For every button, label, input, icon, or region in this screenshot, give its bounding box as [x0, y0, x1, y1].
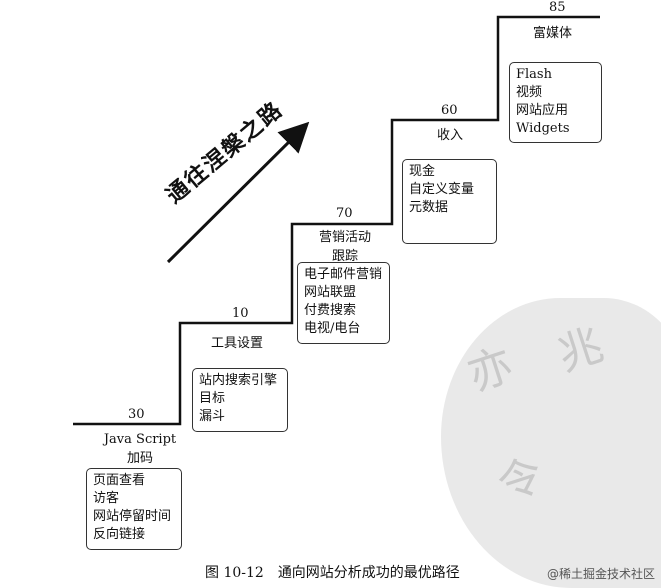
step-item: 电视/电台 [304, 321, 361, 336]
step-title: 营销活动 跟踪 [310, 226, 380, 264]
step-item: Flash [516, 67, 552, 82]
step-item: 现金 [409, 164, 436, 179]
step-item: 页面查看 [93, 473, 146, 488]
watermark-credit: @稀土掘金技术社区 [546, 567, 655, 581]
step-item-box: 页面查看 访客 网站停留时间 反向链接 [86, 468, 182, 550]
step-value: 10 [232, 306, 249, 321]
step-title: 收入 [437, 124, 463, 143]
step-item: 网站联盟 [304, 285, 357, 300]
step-title: 工具设置 [211, 332, 263, 351]
step-value: 70 [336, 206, 353, 221]
step-item: 访客 [93, 491, 120, 506]
step-item: 目标 [199, 391, 226, 406]
staircase-line [73, 15, 600, 426]
step-value: 85 [549, 0, 566, 15]
step-item: 网站停留时间 [93, 509, 172, 524]
step-item: 反向链接 [93, 527, 146, 542]
step-item: 网站应用 [516, 103, 569, 118]
step-title: 富媒体 [533, 22, 572, 41]
step-item: 站内搜索引擎 [199, 373, 278, 388]
step-value: 60 [441, 103, 458, 118]
figure-number: 图 10-12 [205, 565, 264, 581]
step-item: 漏斗 [199, 409, 226, 424]
step-title-line: 收入 [437, 128, 464, 143]
progress-arrow [166, 121, 310, 264]
step-item-box: 电子邮件营销 网站联盟 付费搜索 电视/电台 [297, 262, 390, 344]
step-value: 30 [128, 407, 145, 422]
step-title-line: 营销活动 [318, 230, 371, 245]
step-item: 自定义变量 [409, 182, 475, 197]
step-title-line: Java Script [103, 432, 177, 447]
watermark-stamp [441, 298, 661, 588]
step-title-line: 工具设置 [211, 336, 264, 351]
step-title-line: 跟踪 [331, 249, 358, 264]
step-item: 视频 [516, 85, 543, 100]
step-item: 元数据 [409, 200, 449, 215]
step-item: 电子邮件营销 [304, 267, 383, 282]
step-item: 付费搜索 [304, 303, 357, 318]
figure-caption-text: 通向网站分析成功的最优路径 [277, 565, 460, 581]
step-item-box: 现金 自定义变量 元数据 [402, 159, 497, 244]
step-item: Widgets [516, 121, 570, 136]
step-title: Java Script 加码 [100, 432, 180, 466]
step-title-line: 加码 [126, 451, 153, 466]
step-title-line: 富媒体 [533, 26, 573, 41]
step-item-box: 站内搜索引擎 目标 漏斗 [192, 368, 288, 432]
step-item-box: Flash 视频 网站应用 Widgets [509, 62, 602, 143]
figure-caption: 图 10-12 通向网站分析成功的最优路径 [205, 562, 460, 582]
